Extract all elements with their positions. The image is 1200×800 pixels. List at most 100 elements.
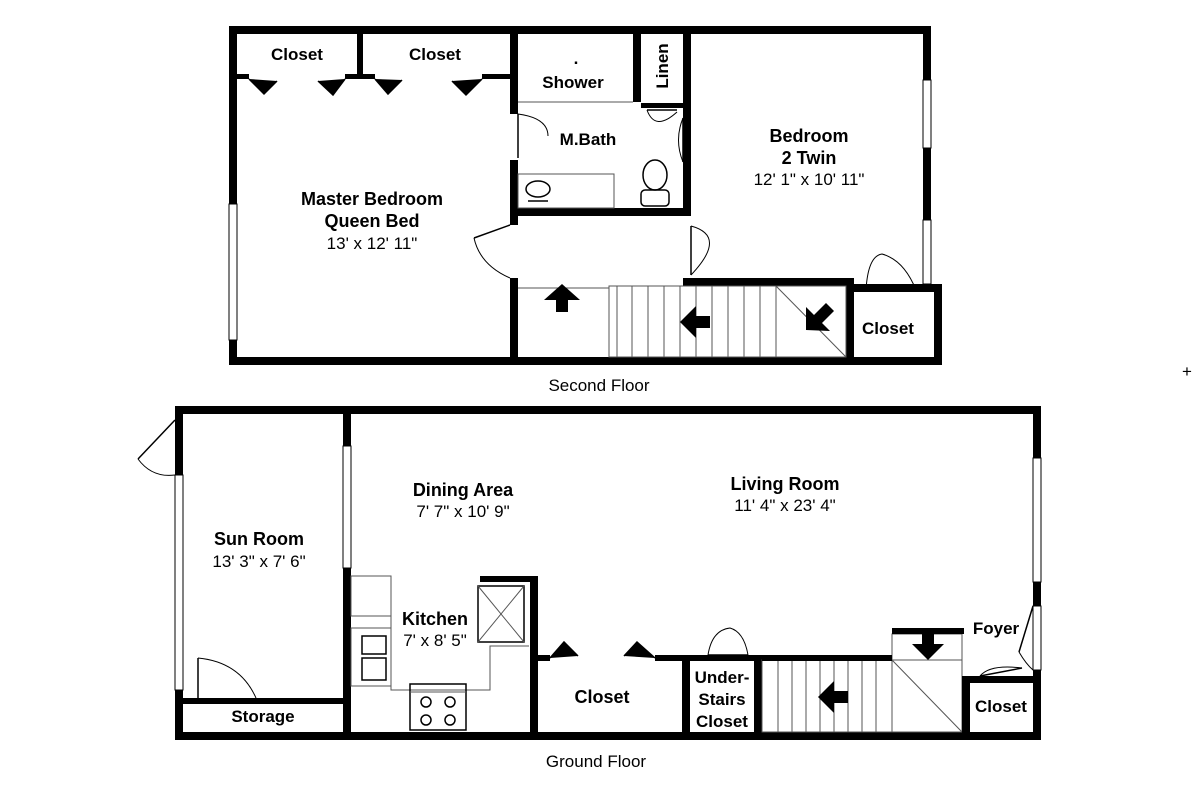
understairs-label-1: Under- (695, 668, 750, 687)
outer-wall-bottom (229, 357, 942, 365)
compass-mark-icon: + (1182, 362, 1192, 381)
master-bedroom-title-1: Master Bedroom (301, 189, 443, 209)
bedroom2-window-lower (922, 219, 932, 285)
storage-label: Storage (231, 707, 294, 726)
g-outer-wall-top (175, 406, 1041, 414)
understairs-top-wall (682, 655, 758, 661)
closet-wall-top (846, 284, 942, 292)
arrow-down-icon (912, 630, 944, 660)
master-closet-bottom-3 (482, 74, 514, 79)
closet-bifold-1a (248, 78, 278, 96)
kitchen-title: Kitchen (402, 609, 468, 629)
kitchen-dims: 7' x 8' 5" (403, 631, 467, 650)
burner-icon (420, 696, 432, 708)
foyer-closet-door-swing (979, 666, 1023, 677)
sunroom-exterior-door-leaf (137, 419, 176, 460)
foyer-closet-door-leaf (979, 667, 1023, 677)
bedroom2-title-1: Bedroom (769, 126, 848, 146)
sunroom-right-wall-bottom (343, 568, 351, 740)
master-right-wall-low (510, 278, 518, 365)
shower-dot-label: . (574, 49, 579, 68)
understairs-right-wall (754, 655, 762, 740)
front-door-opening (1032, 605, 1042, 671)
kitchen-counter-upper (350, 575, 392, 617)
storage-door-swing (197, 657, 257, 699)
closet-label-2: Closet (409, 45, 461, 64)
sunroom-title: Sun Room (214, 529, 304, 549)
bedroom2-dims: 12' 1" x 10' 11" (754, 170, 865, 189)
living-window-right (1032, 457, 1042, 583)
sunroom-slider-door (342, 445, 352, 569)
burner-icon (444, 696, 456, 708)
outer-wall-top (229, 26, 931, 34)
linen-label: Linen (653, 43, 672, 88)
closet-bifold-1b (317, 78, 346, 97)
arrow-left-icon (818, 681, 848, 713)
stair-top-wall (762, 655, 892, 661)
closet-bifold-left (549, 640, 579, 659)
sunroom-right-wall-top (343, 406, 351, 446)
second-floor: Closet Closet . Shower Linen M.Bath Mast… (228, 26, 942, 395)
bath-door-swing (517, 113, 549, 137)
dining-title: Dining Area (413, 480, 514, 500)
understairs-label-3: Closet (696, 712, 748, 731)
closet-label: Closet (574, 687, 629, 707)
master-closet-bottom-1 (229, 74, 249, 79)
sunroom-exterior-door-swing (137, 458, 176, 476)
storage-top-wall (175, 698, 351, 704)
kitchen-pantry-top (480, 576, 538, 582)
stove-icon (409, 683, 467, 731)
ground-floor-label: Ground Floor (546, 752, 646, 771)
arrow-left-icon (680, 306, 710, 338)
understairs-label-2: Stairs (698, 690, 745, 709)
g-outer-wall-bottom (175, 732, 1041, 740)
burner-icon (444, 714, 456, 726)
sunroom-dims: 13' 3" x 7' 6" (212, 552, 305, 571)
burner-icon (420, 714, 432, 726)
closet-label-3: Closet (862, 319, 914, 338)
hall-right-door-swing (690, 225, 710, 276)
master-right-wall-mid (510, 160, 518, 225)
closet-bifold-2a (374, 78, 403, 96)
second-floor-label: Second Floor (548, 376, 649, 395)
closet-wall-left (846, 284, 854, 365)
foyer-closet-label: Closet (975, 697, 1027, 716)
understairs-left-wall (682, 655, 690, 740)
foyer-label: Foyer (973, 619, 1020, 638)
kitchen-sink2-icon (361, 657, 387, 681)
linen-right-wall (683, 26, 691, 216)
closet-top-wall-right (655, 655, 685, 661)
bedroom2-title-2: 2 Twin (782, 148, 837, 168)
linen-door-swing (646, 109, 678, 122)
closet-bifold-2b (451, 78, 483, 97)
foyer-closet-left (962, 676, 970, 740)
vanity-counter (517, 173, 615, 209)
kitchen-counter-outline (390, 616, 529, 691)
master-door-swing (473, 237, 511, 279)
master-door-leaf (473, 224, 511, 239)
sink-icon (525, 180, 551, 198)
second-floor-stairs (608, 285, 847, 358)
ground-floor: Sun Room 13' 3" x 7' 6" Storage Dining A… (137, 406, 1042, 771)
outer-wall-left (229, 26, 237, 365)
closet-wall-right (934, 284, 942, 365)
shower-right-wall (633, 26, 641, 102)
linen-bottom (641, 103, 683, 108)
bath-bottom-wall (510, 208, 691, 216)
front-door-swing (1018, 651, 1034, 671)
foyer-closet-top (962, 676, 1041, 683)
closet-top-wall-left (530, 655, 550, 661)
mbath-label: M.Bath (560, 130, 617, 149)
living-dims: 11' 4" x 23' 4" (734, 496, 835, 515)
master-bedroom-title-2: Queen Bed (324, 211, 419, 231)
master-bedroom-dims: 13' x 12' 11" (327, 234, 418, 253)
fridge-icon (477, 585, 525, 643)
outer-wall-right (923, 26, 931, 290)
kitchen-sink-icon (361, 635, 387, 655)
bedroom2-closet-door-swing (865, 253, 917, 291)
master-window-left (228, 203, 238, 341)
closet-label-1: Closet (271, 45, 323, 64)
understairs-door-swing (707, 627, 749, 656)
sunroom-window-left (174, 474, 184, 691)
master-closet-bottom-2 (345, 74, 375, 79)
